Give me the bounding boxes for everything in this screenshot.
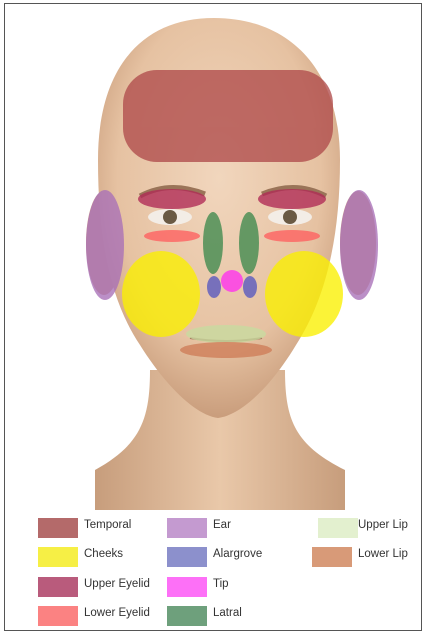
zone-left-latral — [203, 212, 223, 274]
zone-lower-lip — [180, 342, 272, 358]
zone-left-upper-eyelid — [138, 189, 206, 209]
zone-right-alargrove — [243, 276, 257, 298]
zone-right-upper-eyelid — [258, 189, 326, 209]
zone-temporal — [123, 70, 333, 162]
zone-right-lower-eyelid — [264, 230, 320, 242]
zone-right-cheek — [265, 251, 343, 337]
zone-right-latral — [239, 212, 259, 274]
left-iris — [163, 210, 177, 224]
zone-right-ear — [340, 190, 378, 300]
zone-tip — [221, 270, 243, 292]
zone-left-alargrove — [207, 276, 221, 298]
zone-left-cheek — [122, 251, 200, 337]
right-iris — [283, 210, 297, 224]
zone-upper-lip — [186, 325, 266, 343]
zone-left-lower-eyelid — [144, 230, 200, 242]
zone-left-ear — [86, 190, 124, 300]
